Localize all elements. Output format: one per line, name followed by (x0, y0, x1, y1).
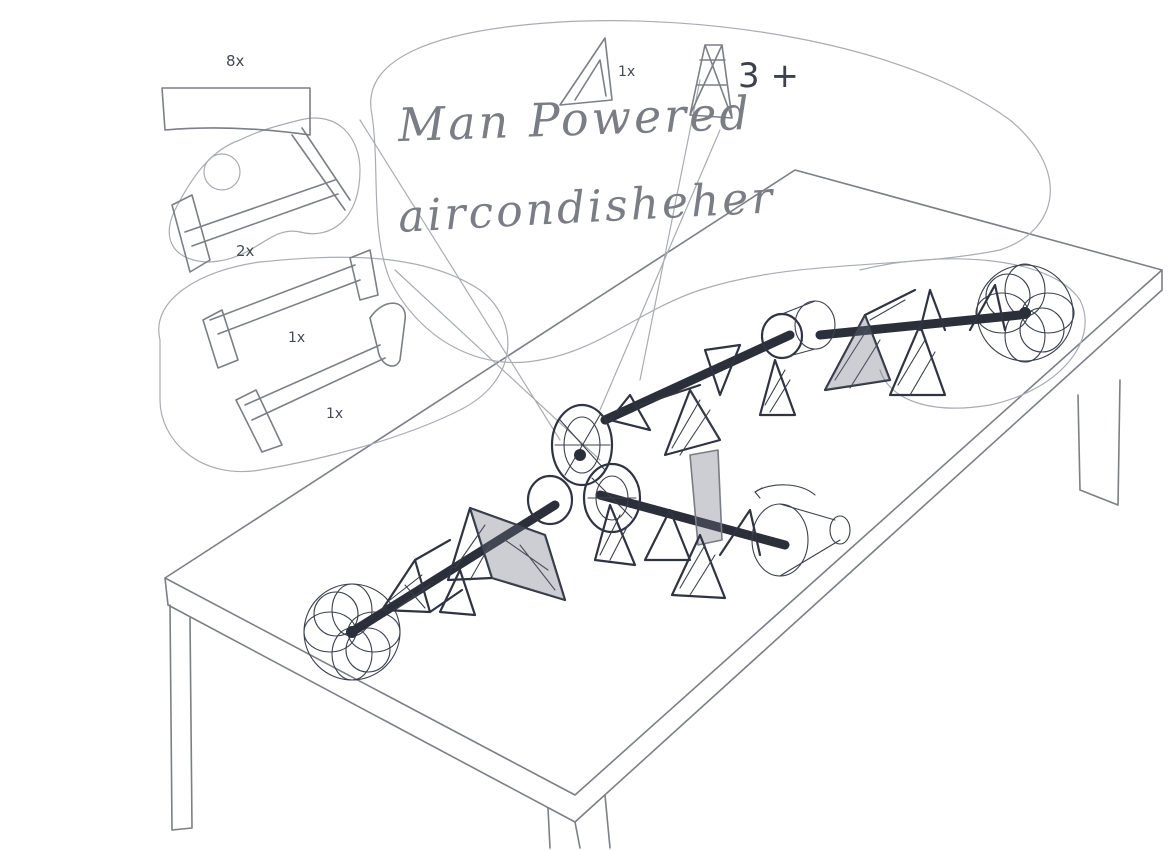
hand-lever (689, 449, 723, 546)
part-axle (184, 179, 339, 247)
part-pedal (369, 302, 406, 367)
grouping-outlines (158, 20, 1086, 473)
part-blade-board (161, 87, 311, 136)
table (164, 169, 1163, 849)
supports-center-upper (608, 343, 797, 457)
parts-legend (161, 87, 406, 453)
crank-drum (751, 484, 851, 577)
count-triangle: 1x (618, 64, 636, 80)
table-leg-back-right (1077, 379, 1121, 506)
shaft-center-lower (595, 490, 790, 550)
parts-outline-bottom (158, 256, 509, 473)
table-leg-front-left (169, 604, 193, 831)
count-wheel: 2x (236, 242, 255, 260)
parts-outline-top (168, 117, 361, 263)
part-axle-bearing (171, 194, 211, 273)
part-crank-arm (291, 127, 351, 211)
part-tower (689, 44, 733, 119)
top-parts (559, 37, 733, 119)
table-top-edge (164, 269, 1163, 823)
table-leg-front-right (547, 794, 611, 849)
supports-left (380, 506, 567, 617)
fan-right (975, 263, 1075, 363)
part-rod-upper (209, 264, 361, 335)
gear-cluster-center (526, 403, 642, 534)
fan-outline-right (859, 258, 1086, 409)
supports-center-lower (593, 503, 762, 600)
count-rod-lower: 1x (326, 406, 344, 422)
part-rod-upper-ends (202, 249, 379, 369)
part-crank-circle (203, 153, 241, 191)
machine (303, 263, 1075, 681)
leader-lines (359, 79, 721, 461)
part-triangle-brace (559, 37, 613, 106)
pulley-right (760, 300, 836, 360)
count-tower: 3 + (738, 56, 799, 96)
count-rod-upper: 1x (288, 330, 306, 346)
count-top-left: 8x (226, 52, 245, 70)
part-rod-lower-end (235, 389, 283, 453)
supports-right (823, 283, 1007, 397)
part-rod-lower (244, 344, 386, 421)
rotation-arrow (754, 484, 816, 496)
